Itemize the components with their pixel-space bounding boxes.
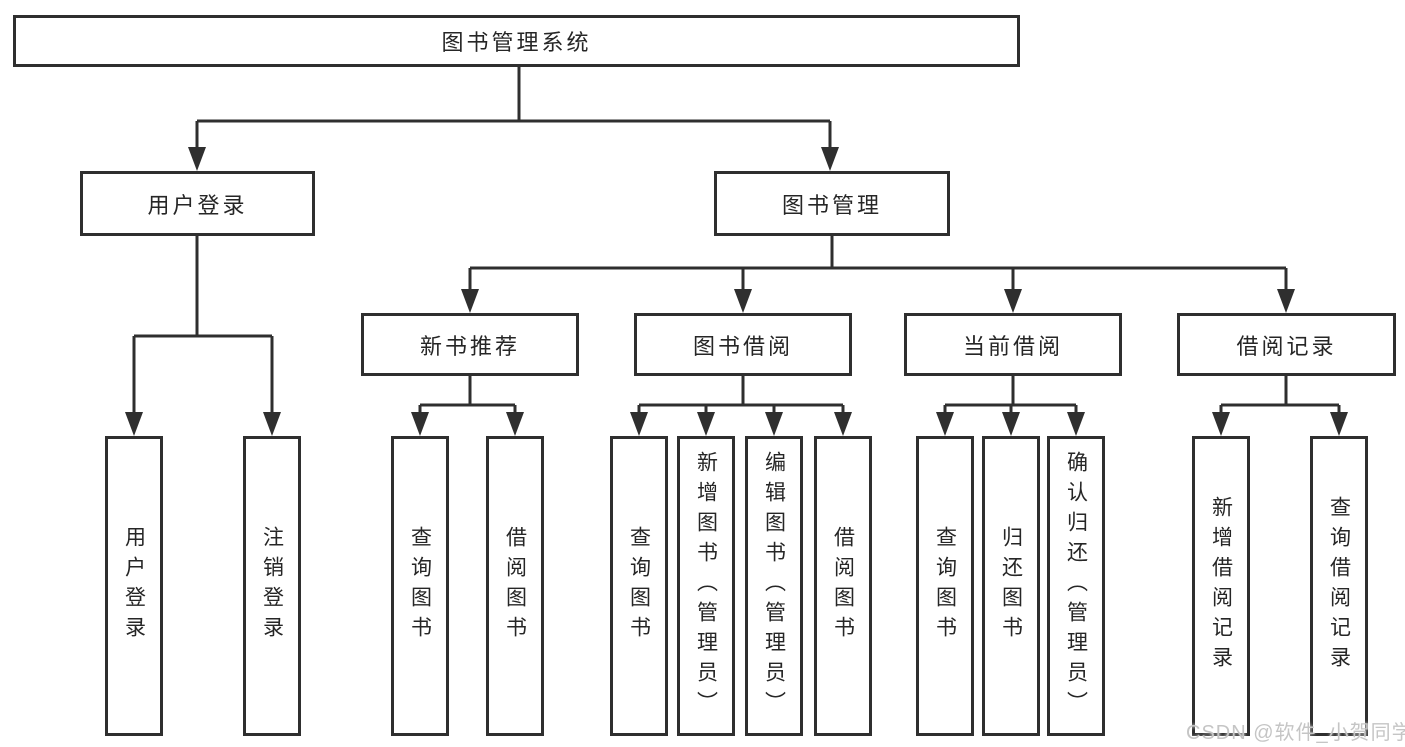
- arrow-icon: [1212, 412, 1230, 436]
- arrow-icon: [1002, 412, 1020, 436]
- node-new-book-recommend: 新书推荐: [361, 313, 579, 376]
- node-borrow-records: 借阅记录: [1177, 313, 1396, 376]
- arrow-icon: [834, 412, 852, 436]
- arrow-icon: [263, 412, 281, 436]
- leaf-current-query-books: 查询图书: [916, 436, 974, 736]
- arrow-icon: [630, 412, 648, 436]
- node-label: 用户登录: [147, 192, 248, 218]
- arrow-icon: [411, 412, 429, 436]
- node-label: 查询图书: [627, 526, 651, 646]
- arrow-icon: [1277, 289, 1295, 313]
- arrow-icon: [125, 412, 143, 436]
- leaf-records-add-borrow-record: 新增借阅记录: [1192, 436, 1250, 736]
- connector-lines: [132, 67, 1341, 417]
- node-current-borrow: 当前借阅: [904, 313, 1122, 376]
- arrow-icon: [765, 412, 783, 436]
- node-label: 图书借阅: [692, 333, 793, 359]
- node-label: 确认归还（管理员）: [1064, 451, 1088, 721]
- node-label: 新书推荐: [419, 333, 520, 359]
- arrow-icon: [1067, 412, 1085, 436]
- arrow-icon: [506, 412, 524, 436]
- node-label: 新增图书（管理员）: [694, 451, 718, 721]
- node-label: 注销登录: [260, 526, 284, 646]
- arrow-icon: [697, 412, 715, 436]
- leaf-borrow-edit-books-admin: 编辑图书（管理员）: [745, 436, 803, 736]
- node-label: 图书管理: [781, 192, 882, 218]
- leaf-records-query-borrow-record: 查询借阅记录: [1310, 436, 1368, 736]
- arrow-icon: [734, 289, 752, 313]
- arrow-icon: [936, 412, 954, 436]
- leaf-current-return-books: 归还图书: [982, 436, 1040, 736]
- leaf-newbooks-borrow-books: 借阅图书: [486, 436, 544, 736]
- node-root-system: 图书管理系统: [13, 15, 1020, 67]
- leaf-user-login: 用户登录: [105, 436, 163, 736]
- leaf-newbooks-query-books: 查询图书: [391, 436, 449, 736]
- arrow-icon: [188, 147, 206, 171]
- node-label: 当前借阅: [962, 333, 1063, 359]
- arrow-icon: [461, 289, 479, 313]
- node-book-borrow: 图书借阅: [634, 313, 852, 376]
- node-user-login: 用户登录: [80, 171, 315, 236]
- node-label: 查询图书: [408, 526, 432, 646]
- node-label: 借阅图书: [503, 526, 527, 646]
- node-label: 借阅图书: [831, 526, 855, 646]
- leaf-borrow-add-books-admin: 新增图书（管理员）: [677, 436, 735, 736]
- csdn-watermark: CSDN @软件_小贺同学: [1186, 722, 1405, 744]
- node-label: 新增借阅记录: [1209, 496, 1233, 676]
- leaf-borrow-borrow-books: 借阅图书: [814, 436, 872, 736]
- node-book-management: 图书管理: [714, 171, 950, 236]
- arrow-icon: [821, 147, 839, 171]
- node-label: 用户登录: [122, 526, 146, 646]
- node-label: 归还图书: [999, 526, 1023, 646]
- arrowheads: [125, 147, 1348, 436]
- node-label: 图书管理系统: [441, 30, 592, 55]
- arrow-icon: [1330, 412, 1348, 436]
- leaf-current-confirm-return-admin: 确认归还（管理员）: [1047, 436, 1105, 736]
- node-label: 借阅记录: [1236, 333, 1337, 359]
- node-label: 查询借阅记录: [1327, 496, 1351, 676]
- node-label: 编辑图书（管理员）: [762, 451, 786, 721]
- leaf-logout-login: 注销登录: [243, 436, 301, 736]
- node-label: 查询图书: [933, 526, 957, 646]
- arrow-icon: [1004, 289, 1022, 313]
- leaf-borrow-query-books: 查询图书: [610, 436, 668, 736]
